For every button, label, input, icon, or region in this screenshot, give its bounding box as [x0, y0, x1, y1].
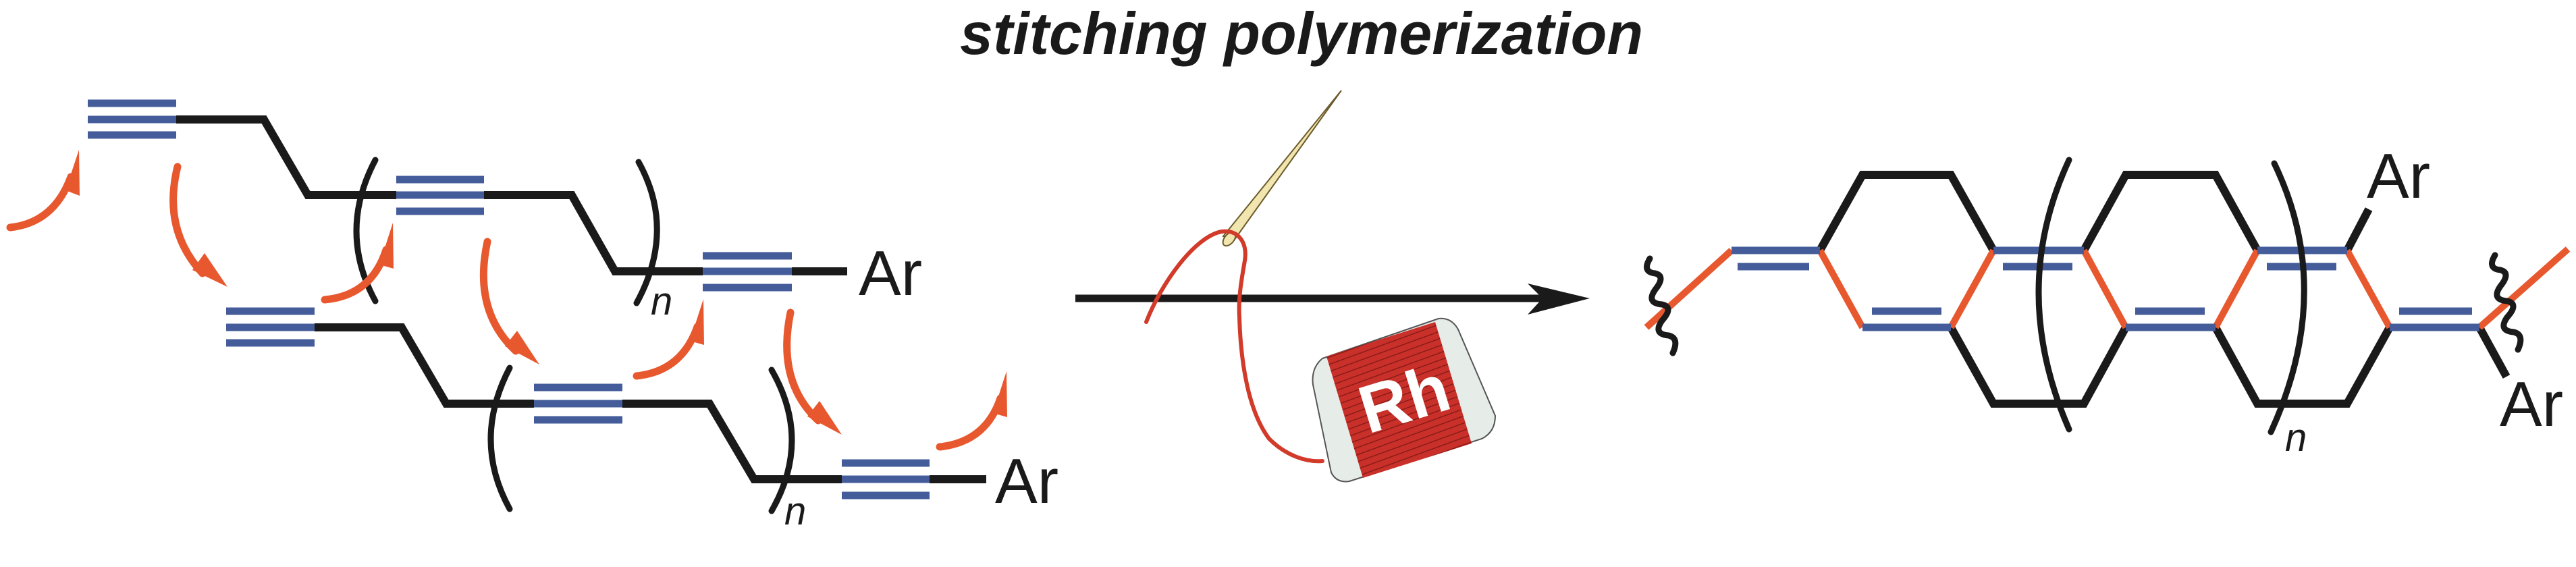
upper-end-group-label: Ar — [859, 238, 922, 308]
rh-spool-icon: Rh — [1312, 317, 1497, 483]
ladder-polymer-product: n Ar Ar — [1644, 140, 2571, 460]
curved-arrow-down — [169, 163, 227, 287]
lower-repeat-subscript: n — [784, 489, 806, 533]
curved-arrow-down — [783, 308, 842, 435]
curved-arrows — [6, 150, 1007, 451]
product-repeat-subscript: n — [2285, 416, 2307, 460]
upper-monomer-chain: n Ar — [88, 99, 922, 323]
curved-arrow-up — [321, 223, 394, 304]
needle-icon — [1222, 90, 1342, 247]
title: stitching polymerization — [960, 0, 1643, 67]
lower-end-group-label: Ar — [995, 446, 1058, 516]
curved-arrow-up — [936, 371, 1007, 451]
curved-arrow-down — [479, 238, 539, 364]
lower-monomer-chain: n Ar — [226, 307, 1058, 533]
product-lower-substituent-label: Ar — [2500, 369, 2563, 439]
thread — [1144, 229, 1324, 464]
wavy-bond-break-icon — [2489, 252, 2524, 353]
curved-arrow-up — [633, 299, 704, 380]
product-upper-substituent-label: Ar — [2367, 140, 2430, 211]
curved-arrow-up — [6, 150, 80, 232]
wavy-bond-break-icon — [1644, 255, 1679, 356]
reaction-arrow — [1075, 284, 1590, 315]
upper-repeat-subscript: n — [651, 279, 672, 323]
